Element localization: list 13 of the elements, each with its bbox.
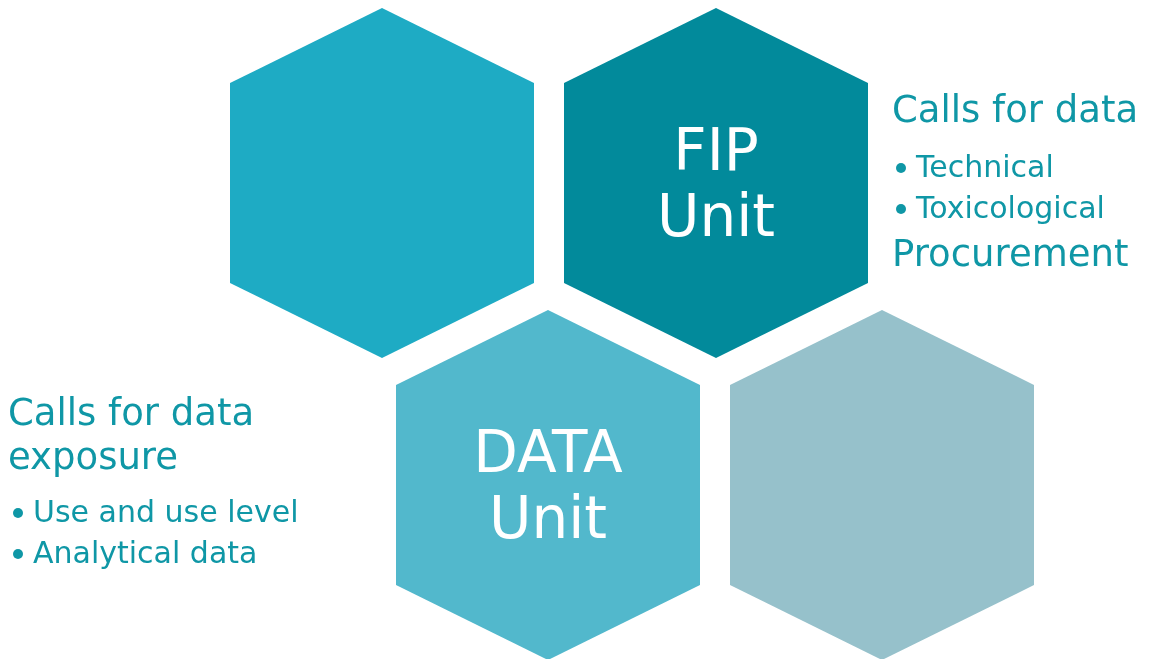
bullet-item: Use and use level: [33, 493, 299, 531]
hexagon: [564, 8, 868, 358]
bullet-item: Technical: [916, 148, 1054, 186]
bullet-item: Toxicological: [916, 189, 1105, 227]
hexagon: [230, 8, 534, 358]
side-heading: Calls for data: [892, 88, 1139, 132]
unit-label: FIP Unit: [655, 117, 777, 249]
bullet-item: Analytical data: [33, 534, 258, 572]
hexagon: [730, 310, 1034, 659]
hexagon: [396, 310, 700, 659]
side-heading: Calls for data exposure: [8, 391, 256, 479]
unit-label: DATA Unit: [472, 419, 624, 551]
side-heading: Procurement: [892, 232, 1129, 276]
